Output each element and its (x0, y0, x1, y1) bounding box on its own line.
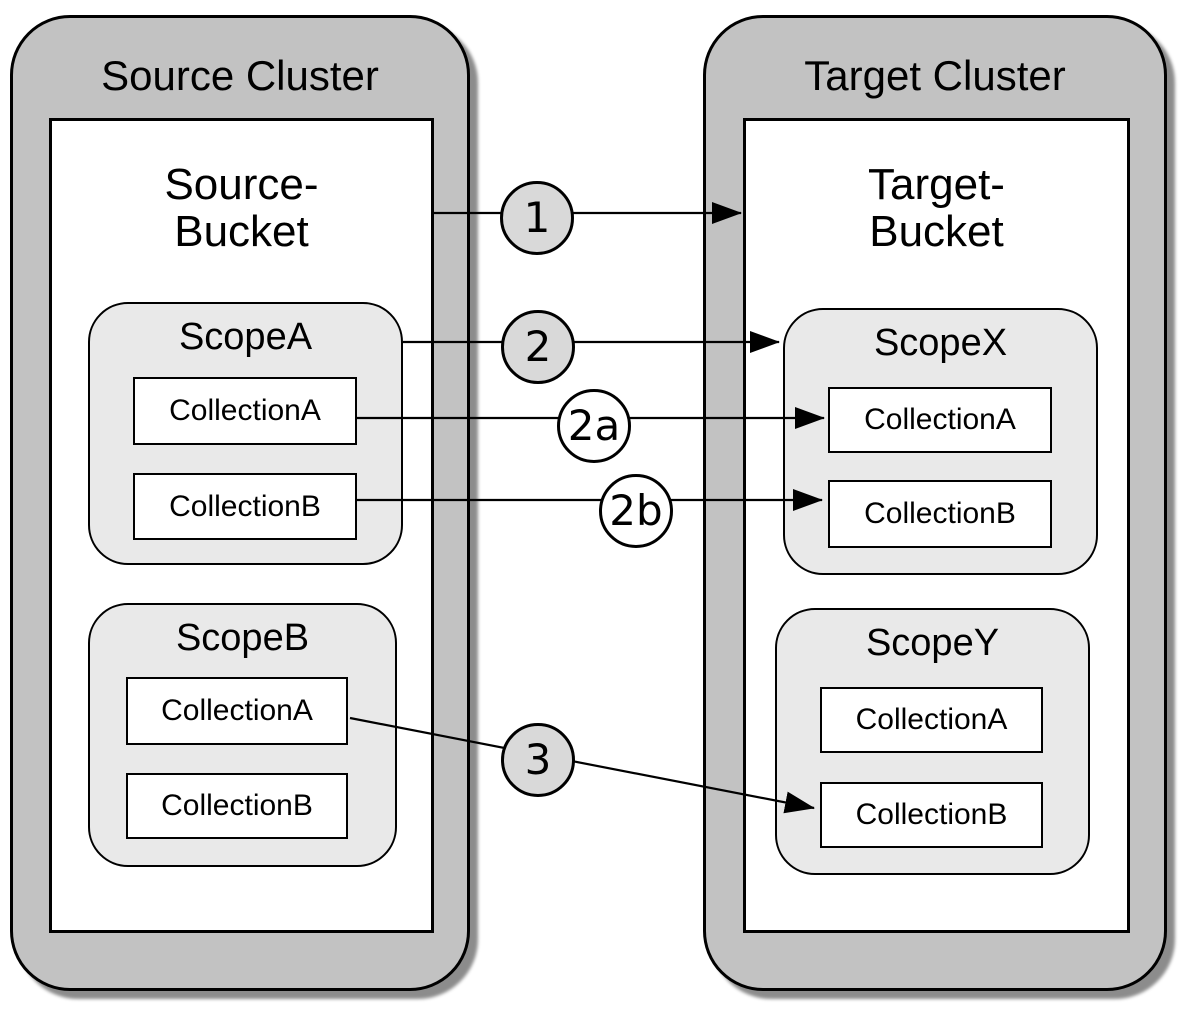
arrow-badge-3: 3 (501, 723, 575, 797)
arrow-badge-1: 1 (500, 181, 574, 255)
source-scope-a-collection-b: CollectionB (133, 473, 357, 540)
target-bucket-title: Target- Bucket (743, 161, 1130, 255)
scope-x-title: ScopeX (873, 322, 1008, 364)
source-cluster-title: Source Cluster (101, 52, 379, 99)
target-bucket-title-line2: Bucket (869, 207, 1004, 256)
target-bucket-title-line1: Target- (868, 160, 1005, 209)
arrow-badge-2: 2 (501, 310, 575, 384)
arrow-badge-2b: 2b (599, 474, 673, 548)
target-scope-x-collection-a: CollectionA (828, 387, 1052, 453)
source-scope-a-collection-a: CollectionA (133, 377, 357, 445)
scope-a-title: ScopeA (178, 316, 313, 358)
source-scope-b-collection-a: CollectionA (126, 677, 348, 745)
source-scope-b-collection-b: CollectionB (126, 773, 348, 839)
target-cluster-title: Target Cluster (804, 52, 1066, 99)
source-bucket-title: Source- Bucket (49, 161, 434, 255)
source-bucket-title-line1: Source- (164, 160, 319, 209)
source-bucket-title-line2: Bucket (174, 207, 309, 256)
scope-y-title: ScopeY (865, 622, 1000, 664)
arrow-badge-2a: 2a (557, 389, 631, 463)
target-scope-y-collection-a: CollectionA (820, 687, 1043, 753)
scope-b-title: ScopeB (175, 617, 310, 659)
target-scope-y-collection-b: CollectionB (820, 782, 1043, 848)
target-scope-x-collection-b: CollectionB (828, 480, 1052, 548)
